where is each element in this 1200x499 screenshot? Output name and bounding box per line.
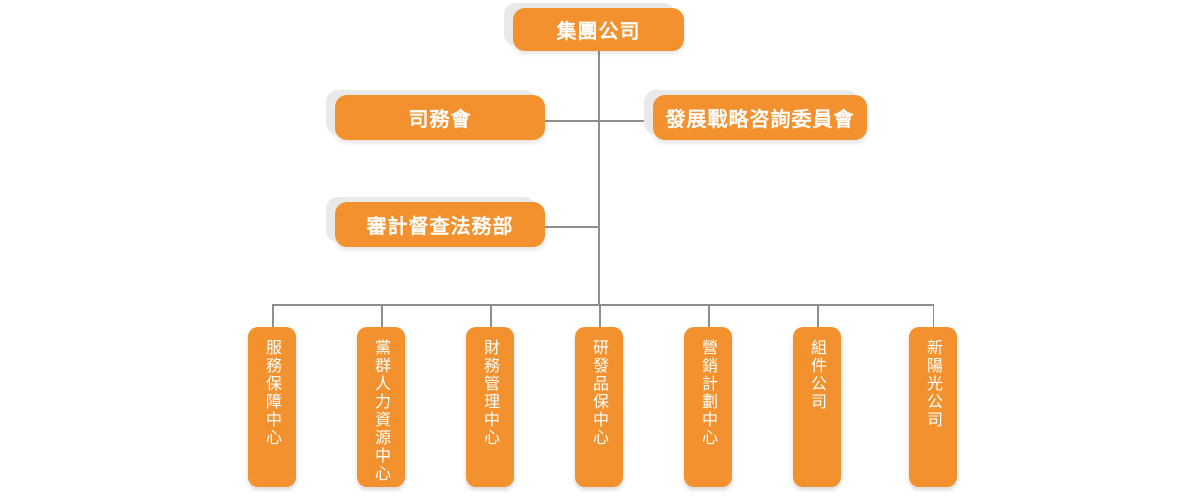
node-strategy-committee: 發展戰略咨詢委員會 bbox=[653, 95, 867, 140]
connector-level2-horizontal bbox=[545, 120, 653, 122]
node-component-company: 組件公司 bbox=[793, 327, 841, 487]
node-party-hr-center: 黨群人力資源中心 bbox=[357, 327, 405, 487]
node-label: 新陽光公司 bbox=[924, 339, 943, 429]
node-audit-legal-dept: 審計督查法務部 bbox=[335, 202, 545, 247]
node-new-sunshine-company: 新陽光公司 bbox=[909, 327, 957, 487]
node-label: 黨群人力資源中心 bbox=[372, 339, 391, 483]
node-label: 司務會 bbox=[408, 107, 472, 131]
connector-drop-4 bbox=[599, 304, 601, 328]
node-label: 集團公司 bbox=[556, 19, 641, 43]
node-label: 組件公司 bbox=[808, 339, 827, 411]
connector-drop-6 bbox=[817, 304, 819, 328]
node-label: 發展戰略咨詢委員會 bbox=[665, 107, 855, 131]
connector-drop-1 bbox=[272, 304, 274, 328]
node-label: 審計督查法務部 bbox=[366, 214, 514, 238]
node-label: 服務保障中心 bbox=[263, 339, 282, 447]
connector-drop-2 bbox=[381, 304, 383, 328]
node-council: 司務會 bbox=[335, 95, 545, 140]
connector-drop-7 bbox=[932, 304, 934, 328]
connector-level3-horizontal bbox=[545, 226, 600, 228]
node-label: 營銷計劃中心 bbox=[699, 339, 718, 447]
node-finance-center: 財務管理中心 bbox=[466, 327, 514, 487]
connector-root-vertical bbox=[598, 51, 600, 305]
node-rd-qa-center: 研發品保中心 bbox=[575, 327, 623, 487]
connector-drop-5 bbox=[708, 304, 710, 328]
node-service-support-center: 服務保障中心 bbox=[248, 327, 296, 487]
node-marketing-center: 營銷計劃中心 bbox=[684, 327, 732, 487]
node-label: 財務管理中心 bbox=[481, 339, 500, 447]
node-group-company: 集團公司 bbox=[513, 8, 684, 51]
node-label: 研發品保中心 bbox=[590, 339, 609, 447]
connector-departments-horizontal bbox=[272, 304, 934, 306]
connector-drop-3 bbox=[490, 304, 492, 328]
